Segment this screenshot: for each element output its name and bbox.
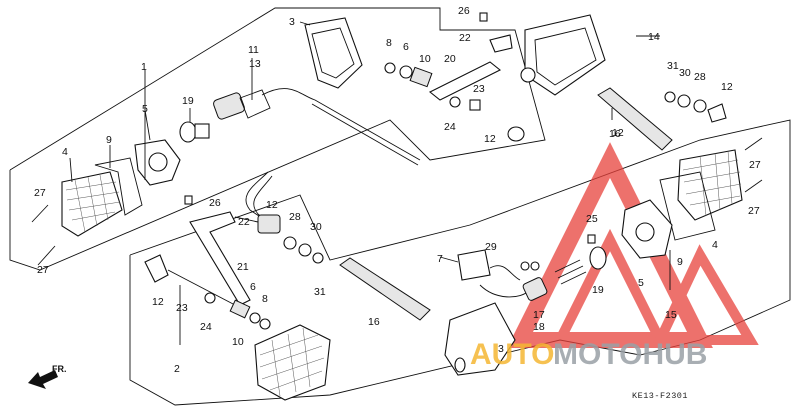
label: 24 bbox=[200, 321, 212, 333]
wire-harness-bottom bbox=[245, 171, 281, 234]
label: 23 bbox=[176, 302, 188, 314]
label: 27 bbox=[748, 205, 760, 217]
label: 12 bbox=[266, 199, 278, 211]
label: 22 bbox=[459, 32, 471, 44]
housing-14-top-right bbox=[520, 14, 606, 96]
label: 29 bbox=[485, 241, 497, 253]
watermark-text: AUTO MOTOHUB bbox=[470, 338, 707, 371]
part-labels: 1 2 3 3 4 4 5 5 6 6 7 8 8 9 9 10 10 11 1… bbox=[34, 5, 761, 375]
label: 28 bbox=[694, 71, 706, 83]
label: 3 bbox=[498, 343, 504, 355]
label: 27 bbox=[34, 187, 46, 199]
label: 6 bbox=[403, 41, 409, 53]
label: 17 bbox=[533, 309, 545, 321]
label: 12 bbox=[152, 296, 164, 308]
label: 2 bbox=[174, 363, 180, 375]
label: 30 bbox=[310, 221, 322, 233]
label: 19 bbox=[182, 95, 194, 107]
label: 26 bbox=[458, 5, 470, 17]
base-plate-5-top-left bbox=[134, 139, 181, 186]
label: 9 bbox=[677, 256, 683, 268]
label: 26 bbox=[209, 197, 221, 209]
diagram-code: KE13-F2301 bbox=[632, 391, 688, 401]
label: 1 bbox=[141, 61, 147, 73]
label: 22 bbox=[238, 216, 250, 228]
label: 16 bbox=[609, 128, 621, 140]
label: 9 bbox=[106, 134, 112, 146]
label: 10 bbox=[419, 53, 431, 65]
label: 5 bbox=[142, 103, 148, 115]
hardware-bottom-left bbox=[144, 254, 271, 330]
label: 12 bbox=[612, 127, 624, 139]
label: 25 bbox=[586, 213, 598, 225]
label: 28 bbox=[289, 211, 301, 223]
label: 4 bbox=[712, 239, 718, 251]
housing-3-top-left bbox=[304, 17, 363, 89]
label: 19 bbox=[592, 284, 604, 296]
label: 8 bbox=[262, 293, 268, 305]
lens-bottom-left bbox=[254, 324, 331, 401]
gasket-9-top-left bbox=[94, 157, 143, 216]
housing-3-bottom bbox=[444, 302, 516, 376]
bulb-19-top-left bbox=[179, 121, 210, 143]
label: 30 bbox=[679, 67, 691, 79]
label: 4 bbox=[62, 146, 68, 158]
label: 27 bbox=[37, 264, 49, 276]
label: 10 bbox=[232, 336, 244, 348]
socket-13-top-left bbox=[213, 88, 421, 166]
leader-lines bbox=[69, 21, 671, 345]
label: 14 bbox=[648, 31, 660, 43]
label: 31 bbox=[314, 286, 326, 298]
label: 12 bbox=[721, 81, 733, 93]
group-outlines bbox=[9, 7, 791, 406]
stem-16-top-right bbox=[597, 87, 673, 151]
label: 24 bbox=[444, 121, 456, 133]
label: 20 bbox=[444, 53, 456, 65]
bracket-21-bottom bbox=[184, 195, 251, 306]
direction-label: FR. bbox=[52, 364, 67, 374]
label: 15 bbox=[665, 309, 677, 321]
label: 8 bbox=[386, 37, 392, 49]
lens-4-right bbox=[659, 149, 743, 241]
hardware-top-right bbox=[664, 91, 727, 123]
label: 16 bbox=[368, 316, 380, 328]
base-plate-5-right bbox=[621, 199, 673, 259]
label: 31 bbox=[667, 60, 679, 72]
label: 21 bbox=[237, 261, 249, 273]
hardware-top-center bbox=[384, 12, 525, 142]
label: 11 bbox=[248, 44, 259, 56]
direction-arrow: FR. bbox=[28, 364, 67, 389]
label: 12 bbox=[484, 133, 496, 145]
label: 23 bbox=[473, 83, 485, 95]
lens-4-top-left bbox=[61, 171, 123, 237]
label: 3 bbox=[289, 16, 295, 28]
watermark-text-part1: AUTO bbox=[470, 338, 554, 371]
label: 18 bbox=[533, 321, 545, 333]
label: 5 bbox=[638, 277, 644, 289]
label: 27 bbox=[749, 159, 761, 171]
watermark-text-part2: MOTOHUB bbox=[553, 338, 707, 371]
stem-16-bottom bbox=[283, 236, 431, 321]
socket-assembly-bottom-right bbox=[457, 234, 607, 301]
label: 13 bbox=[249, 58, 261, 70]
label: 6 bbox=[250, 281, 256, 293]
screws-27 bbox=[31, 137, 763, 266]
label: 7 bbox=[437, 253, 443, 265]
